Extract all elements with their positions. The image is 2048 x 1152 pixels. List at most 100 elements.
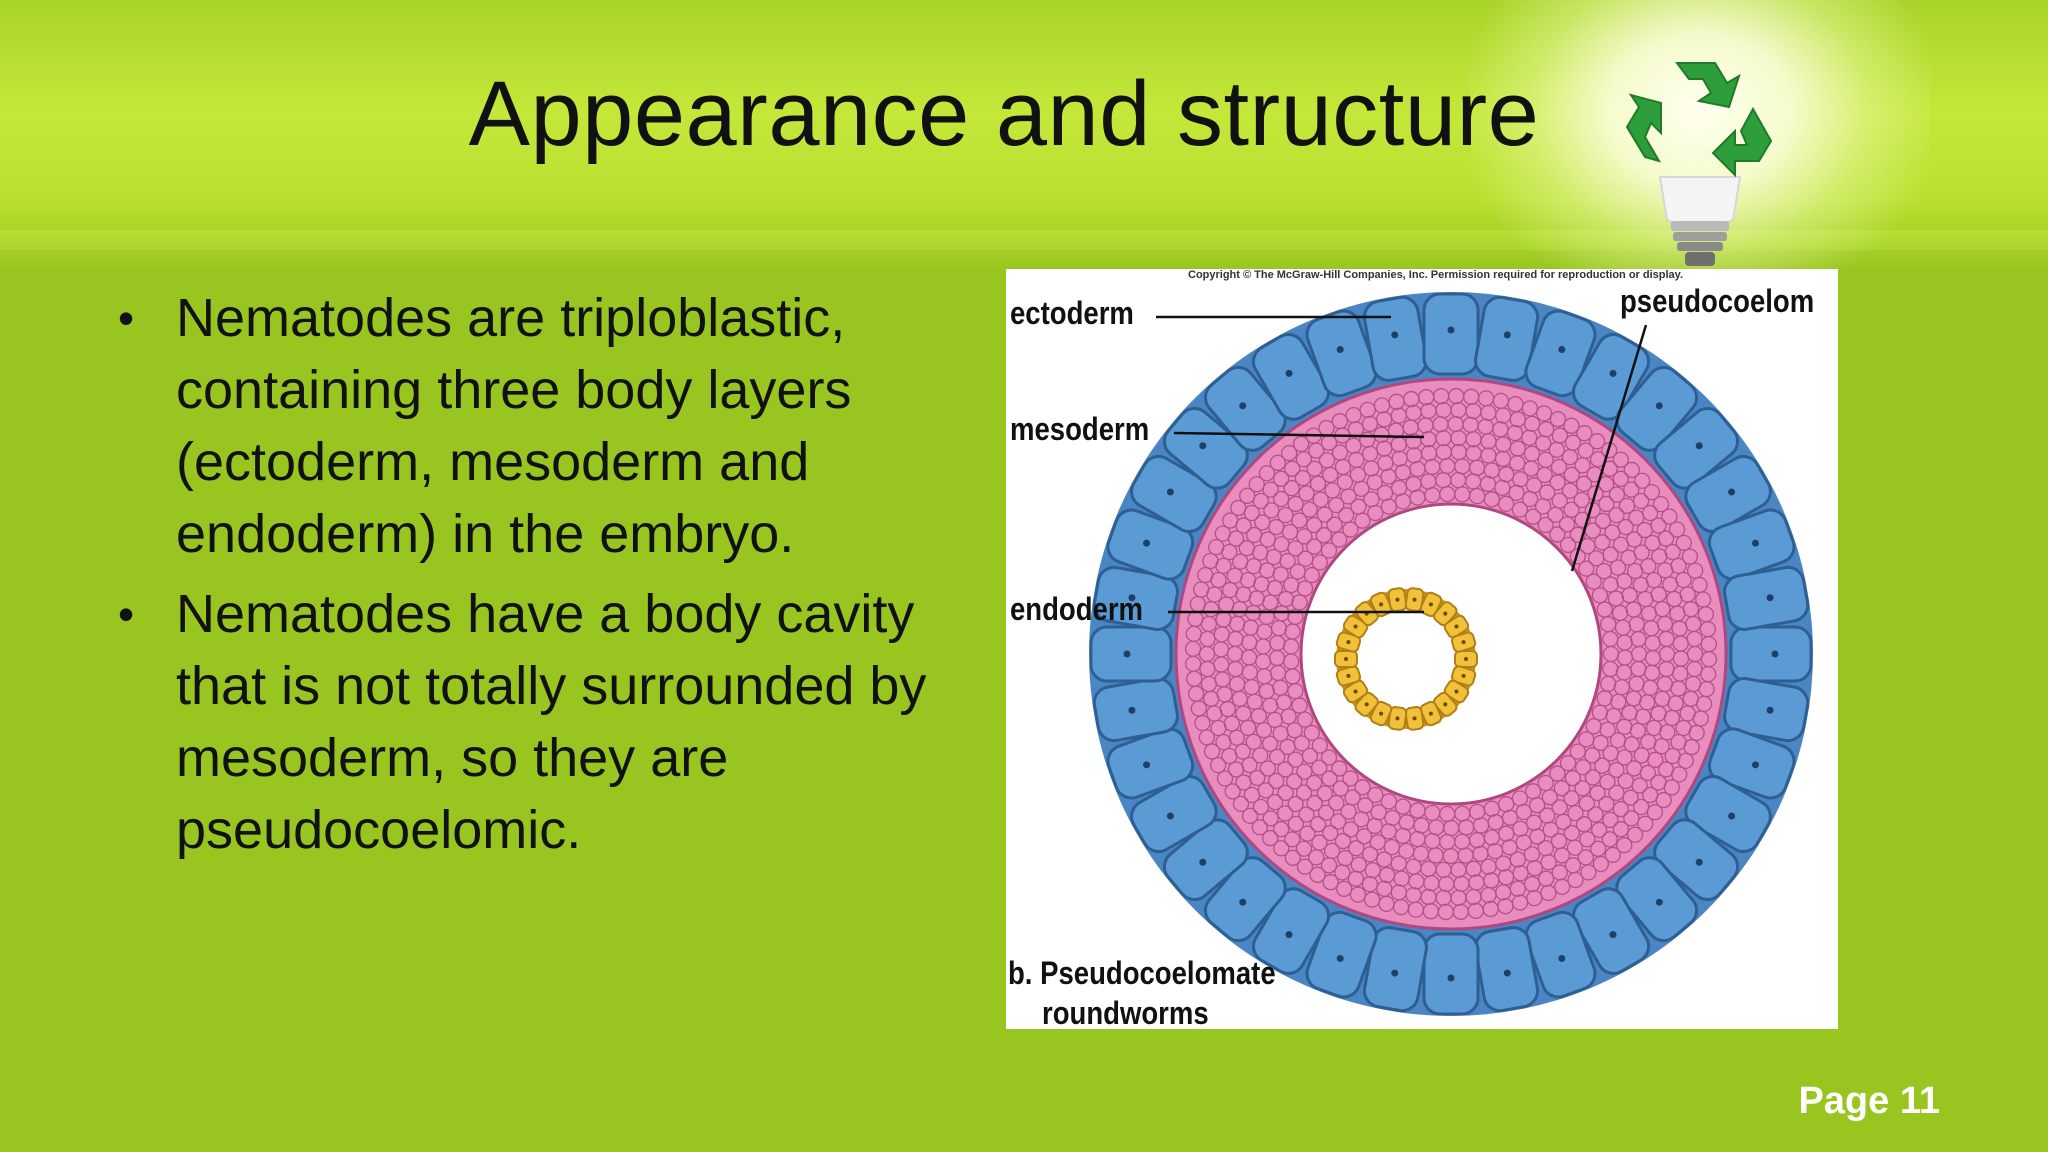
mesoderm-cell: [1604, 846, 1622, 864]
mesoderm-cell: [1515, 834, 1532, 851]
mesoderm-cell: [1363, 491, 1380, 508]
endoderm-nucleus: [1428, 711, 1433, 716]
mesoderm-cell: [1623, 461, 1640, 479]
mesoderm-cell: [1306, 516, 1323, 534]
mesoderm-cell: [1610, 693, 1627, 710]
mesoderm-cell: [1380, 793, 1398, 810]
ectoderm-nucleus: [1766, 594, 1774, 602]
mesoderm-cell: [1221, 581, 1239, 599]
mesoderm-cell: [1277, 507, 1294, 524]
mesoderm-cell: [1328, 794, 1345, 812]
mesoderm-cell: [1594, 512, 1612, 530]
ectoderm-cell: [1653, 818, 1740, 902]
mesoderm-cell: [1616, 749, 1633, 766]
mesoderm-cell: [1653, 738, 1670, 755]
ectoderm-cell: [1524, 910, 1597, 999]
bullet-item: •Nematodes are triploblastic, containing…: [118, 282, 978, 570]
bullet-text: Nematodes are triploblastic, containing …: [176, 288, 852, 564]
mesoderm-cell: [1564, 770, 1582, 787]
mesoderm-cell: [1214, 525, 1231, 542]
ectoderm-nucleus: [1285, 369, 1293, 377]
mesoderm-cell: [1602, 811, 1619, 829]
mesoderm-cell: [1512, 471, 1529, 488]
mesoderm-cell: [1523, 415, 1541, 433]
mesoderm-cell: [1598, 795, 1615, 813]
ectoderm-nucleus: [1655, 402, 1663, 410]
ectoderm-cell: [1305, 910, 1378, 999]
mesoderm-cell: [1634, 472, 1651, 489]
mesoderm-cell: [1259, 760, 1276, 777]
mesoderm-cell: [1316, 785, 1333, 802]
mesoderm-cell: [1298, 806, 1315, 823]
mesoderm-cell: [1309, 816, 1327, 833]
mesoderm-cell: [1283, 479, 1300, 497]
mesoderm-cell: [1538, 484, 1556, 501]
mesoderm-cell: [1609, 559, 1627, 576]
mesoderm-cell: [1528, 797, 1546, 814]
mesoderm-cell: [1576, 425, 1593, 442]
mesoderm-cell: [1197, 566, 1214, 584]
mesoderm-cell: [1591, 587, 1609, 604]
ectoderm-cell: [1524, 309, 1597, 398]
mesoderm-cell: [1598, 495, 1615, 513]
mesoderm-cell: [1601, 831, 1618, 848]
mesoderm-cell: [1284, 849, 1301, 866]
ectoderm-nucleus: [1285, 931, 1293, 939]
mesoderm-cell: [1221, 747, 1238, 765]
bullet-list: •Nematodes are triploblastic, containing…: [118, 282, 978, 874]
mesoderm-cell: [1320, 857, 1338, 874]
mesoderm-cell: [1553, 780, 1570, 797]
mesoderm-cell: [1254, 514, 1271, 531]
mesoderm-cell: [1309, 866, 1326, 883]
mesoderm-cell: [1632, 492, 1650, 510]
mesoderm-cell: [1675, 534, 1692, 551]
mesoderm-cell: [1227, 761, 1245, 778]
mesoderm-cell: [1551, 492, 1568, 509]
mesoderm-cell: [1566, 839, 1584, 856]
mesoderm-cell: [1315, 527, 1333, 544]
mesoderm-cell: [1383, 838, 1400, 856]
ectoderm-nucleus: [1503, 331, 1511, 339]
mesoderm-cell: [1558, 516, 1576, 533]
mesoderm-cell: [1296, 711, 1314, 728]
mesoderm-cell: [1608, 784, 1625, 801]
mesoderm-cell: [1605, 707, 1622, 725]
mesoderm-cell: [1331, 760, 1348, 777]
mesoderm-cell: [1263, 502, 1280, 519]
mesoderm-cell: [1350, 498, 1367, 515]
ectoderm-cell: [1106, 508, 1195, 581]
mesoderm-cell: [1366, 817, 1383, 834]
ectoderm-cell: [1203, 365, 1287, 452]
caption-line-2: roundworms: [1042, 995, 1209, 1031]
mesoderm-cell: [1284, 831, 1301, 848]
mesoderm-cell: [1363, 891, 1381, 908]
ectoderm-cell: [1615, 856, 1699, 943]
mesoderm-cell: [1652, 495, 1670, 513]
mesoderm-cell: [1292, 435, 1310, 453]
ectoderm-cell: [1653, 406, 1740, 490]
mesoderm-cell: [1345, 437, 1362, 454]
mesoderm-cell: [1525, 508, 1542, 525]
mesoderm-cell: [1376, 851, 1393, 868]
mesoderm-cell: [1540, 854, 1557, 871]
ectoderm-nucleus: [1751, 539, 1759, 547]
ectoderm-cell: [1707, 508, 1796, 581]
endoderm-nucleus: [1412, 716, 1417, 721]
mesoderm-cell: [1563, 417, 1580, 434]
mesoderm-cell: [1688, 724, 1705, 742]
mesoderm-cell: [1334, 864, 1351, 881]
ectoderm-nucleus: [1771, 650, 1779, 658]
mesoderm-cell: [1584, 747, 1601, 764]
ectoderm-cell: [1729, 625, 1813, 683]
mesoderm-cell: [1670, 557, 1687, 575]
mesoderm-cell: [1661, 508, 1678, 525]
mesoderm-cell: [1521, 400, 1539, 417]
mesoderm-cell: [1642, 504, 1659, 522]
mesoderm-cell: [1284, 460, 1301, 477]
ectoderm-nucleus: [1199, 858, 1207, 866]
mesoderm-cell: [1340, 803, 1357, 820]
ectoderm-nucleus: [1391, 331, 1399, 339]
mesoderm-cell: [1255, 722, 1273, 739]
mesoderm-cell: [1251, 819, 1268, 836]
mesoderm-cell: [1215, 733, 1232, 751]
